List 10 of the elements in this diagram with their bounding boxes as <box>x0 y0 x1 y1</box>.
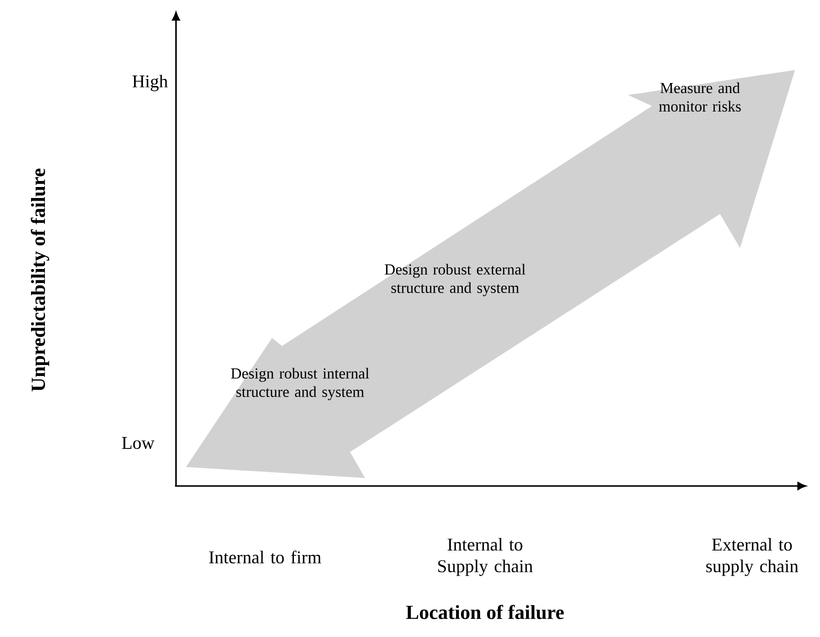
tick-label: Internal to firm <box>209 550 322 564</box>
axis-title: Unpredictability of failure <box>30 168 50 392</box>
axis-title: Location of failure <box>406 604 564 620</box>
arrow-label: Design robust external structure and system <box>384 264 526 296</box>
tick-label: High <box>132 74 168 92</box>
tick-label: Low <box>122 437 154 449</box>
arrow-label: Measure and monitor risks <box>659 82 741 112</box>
tick-label: External to supply chain <box>706 538 798 576</box>
tick-label: Internal to Supply chain <box>438 538 533 576</box>
arrow-label: Design robust internal structure and system <box>231 368 370 400</box>
